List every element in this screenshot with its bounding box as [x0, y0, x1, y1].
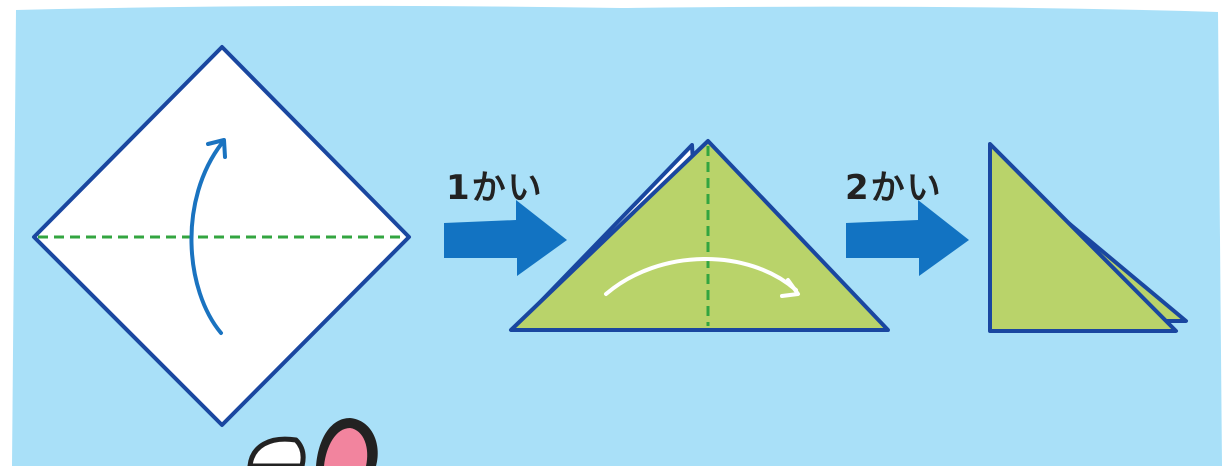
fold-up-arrow-icon [189, 141, 224, 335]
small-triangle-paper [988, 142, 1178, 333]
character-ear-right-inner [324, 428, 368, 466]
step-triangle [509, 139, 890, 332]
step-diamond-paper [32, 45, 411, 427]
fold-right-arrow-icon [604, 257, 798, 296]
triangle-paper [509, 139, 890, 332]
next-step-arrow-icon-2 [846, 200, 969, 276]
fold-up-arrowhead [206, 138, 227, 159]
step-label-2: 2かい [845, 168, 943, 208]
pink-character-ears-icon [247, 418, 378, 466]
character-ear-left [247, 436, 306, 466]
step-label-1: 1かい [446, 168, 544, 208]
fold-right-arrowhead [780, 278, 800, 298]
step-small-triangle [988, 142, 1188, 333]
next-step-arrow-icon [444, 200, 567, 276]
